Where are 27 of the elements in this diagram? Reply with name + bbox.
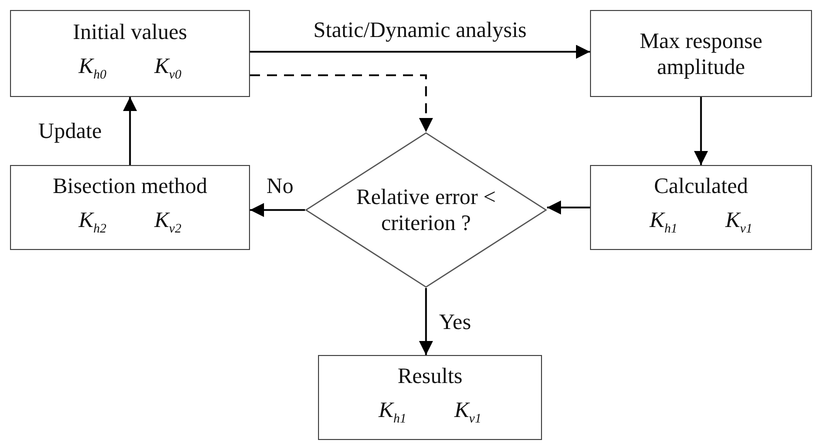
box-title: Initial values xyxy=(72,19,188,46)
decision-text: Relative error < criterion ? xyxy=(355,184,497,236)
variable-symbol: K$_{v1}$ xyxy=(454,397,482,428)
variable-symbol: K$_{v0}$ xyxy=(154,53,182,84)
box-title: Calculated xyxy=(654,173,748,200)
decision-diamond xyxy=(305,132,547,288)
process-box xyxy=(590,165,812,250)
variable-symbol: K$_{h1}$ xyxy=(378,397,406,428)
arrow xyxy=(250,44,590,59)
arrow xyxy=(250,203,305,217)
variable-symbol: K$_{h0}$ xyxy=(78,53,106,84)
process-box xyxy=(10,10,250,97)
box-title: Max response amplitude xyxy=(638,28,764,80)
arrow xyxy=(250,74,433,132)
box-title: Bisection method xyxy=(52,173,208,200)
variable-symbol: K$_{h1}$ xyxy=(650,207,678,238)
variable-symbol: K$_{v1}$ xyxy=(725,207,752,238)
process-box xyxy=(318,355,542,440)
box-title: Results xyxy=(398,363,462,390)
arrow xyxy=(547,200,590,214)
variable-symbol: K$_{h2}$ xyxy=(78,207,106,238)
arrow xyxy=(694,97,708,165)
variable-symbol: K$_{v2}$ xyxy=(154,207,182,238)
process-box xyxy=(10,165,250,250)
arrow xyxy=(419,288,433,355)
process-box xyxy=(590,10,812,97)
arrow xyxy=(123,97,137,165)
